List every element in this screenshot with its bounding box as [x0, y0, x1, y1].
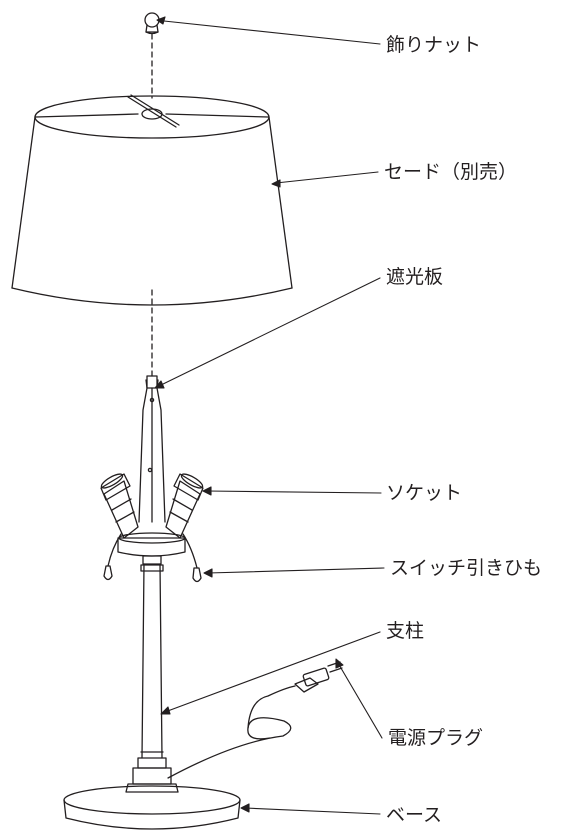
label-column: 支柱: [386, 620, 425, 642]
label-pull-chain: スイッチ引きひも: [390, 557, 543, 579]
leader-lines: [154, 16, 385, 815]
left-socket: [100, 473, 139, 539]
label-socket: ソケット: [386, 482, 463, 504]
lamp-base: [63, 785, 241, 830]
power-cord: [167, 661, 343, 779]
diffuser-stem: [138, 375, 166, 523]
lamp-column: [125, 555, 179, 793]
label-shade: セード（別売）: [384, 161, 518, 183]
label-diffuser: 遮光板: [386, 266, 444, 288]
pull-chains: [103, 533, 202, 583]
right-socket: [165, 473, 204, 539]
finial-knob: [144, 12, 160, 35]
lamp-shade: [11, 94, 293, 306]
label-base: ベース: [386, 804, 443, 826]
label-plug: 電源プラグ: [388, 727, 484, 749]
label-finial: 飾りナット: [386, 34, 482, 56]
